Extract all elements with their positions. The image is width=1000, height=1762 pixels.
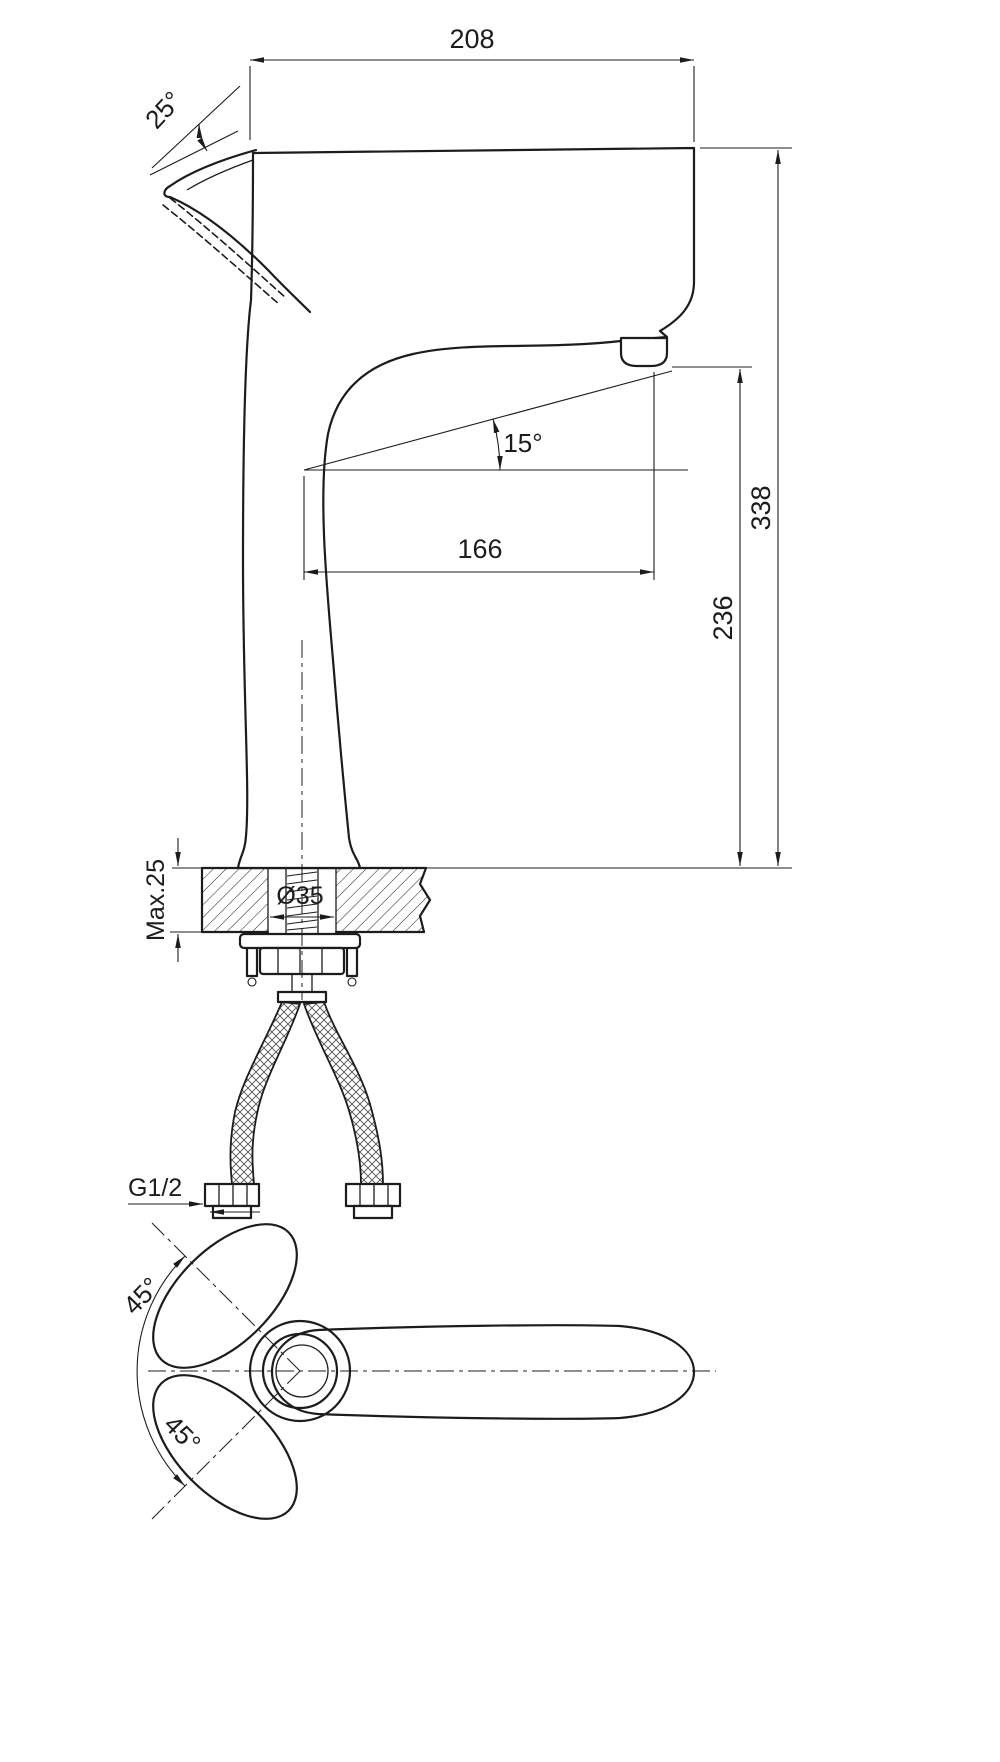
plan-lower-diagonal-centerline bbox=[151, 1370, 301, 1520]
handle-alt-position-1 bbox=[169, 197, 287, 299]
dim-15-label: 15° bbox=[503, 428, 542, 458]
dimension-208: 208 bbox=[249, 24, 695, 142]
deck-hatch-right bbox=[336, 868, 430, 932]
deck-section bbox=[200, 866, 432, 934]
lever-swung-up-position bbox=[152, 1223, 298, 1369]
dimension-g12: G1/2 bbox=[128, 1174, 260, 1215]
handle-plan-view: 45° 45° bbox=[117, 1222, 716, 1520]
hose-left bbox=[229, 1001, 302, 1185]
pivot-boss-outer bbox=[248, 1319, 352, 1423]
dim-max25-extensions bbox=[170, 867, 240, 933]
mounting-washer bbox=[238, 932, 362, 950]
dimension-338: 338 bbox=[364, 147, 792, 869]
supply-hoses bbox=[203, 1001, 402, 1220]
dimension-15deg: 15° bbox=[303, 370, 688, 471]
pivot-boss-middle bbox=[261, 1332, 339, 1410]
dim-338-extensions bbox=[364, 147, 792, 869]
dim-dia35-label: Ø35 bbox=[276, 882, 323, 910]
dim-208-label: 208 bbox=[449, 24, 494, 54]
dim-25-arc bbox=[196, 123, 208, 152]
hose-nut-right bbox=[344, 1182, 402, 1208]
hose-nut-right-facets bbox=[359, 1184, 389, 1206]
handle-inner-line bbox=[186, 159, 254, 191]
dim-25-rays bbox=[149, 85, 241, 176]
dimension-25deg: 25° bbox=[139, 85, 241, 176]
dimension-max25: Max.25 bbox=[142, 838, 240, 962]
deck-hatch-left bbox=[202, 868, 268, 932]
lever-plan-outline bbox=[270, 1324, 696, 1420]
dim-g12-label: G1/2 bbox=[128, 1174, 182, 1202]
dimension-236: 236 bbox=[672, 366, 752, 866]
stud-nut-right bbox=[347, 977, 357, 987]
pivot-boss-inner bbox=[275, 1344, 329, 1398]
handle-alt-position-2 bbox=[162, 204, 281, 306]
shank-lower bbox=[291, 974, 313, 992]
faucet-body-outline bbox=[236, 146, 696, 870]
dim-45-lower-label: 45° bbox=[158, 1409, 207, 1458]
dimension-dia35: Ø35 bbox=[270, 882, 334, 920]
faucet-side-view bbox=[162, 146, 696, 1000]
aerator-outlet bbox=[619, 336, 669, 368]
dim-166-label: 166 bbox=[457, 534, 502, 564]
stud-nut-left bbox=[247, 977, 257, 987]
dimension-166: 166 bbox=[303, 372, 655, 580]
dim-236-label: 236 bbox=[708, 595, 738, 640]
plan-upper-diagonal-centerline bbox=[151, 1222, 301, 1372]
hose-right bbox=[302, 1001, 384, 1185]
dim-max25-label: Max.25 bbox=[142, 859, 170, 941]
swing-arc bbox=[136, 1255, 186, 1487]
handle-outline bbox=[163, 148, 312, 314]
hose-tip-right bbox=[352, 1204, 394, 1220]
nut-facets bbox=[277, 948, 323, 974]
dim-25-label: 25° bbox=[139, 85, 188, 134]
hose-nut-left bbox=[203, 1182, 261, 1208]
lever-swung-down-position bbox=[152, 1374, 298, 1520]
dim-166-extensions bbox=[303, 372, 655, 580]
deck-break-edge bbox=[418, 866, 432, 934]
hose-nut-left-facets bbox=[218, 1184, 248, 1206]
handle-lever bbox=[162, 148, 312, 314]
dim-208-extensions bbox=[249, 66, 695, 142]
dim-338-label: 338 bbox=[746, 485, 776, 530]
dim-15-incline bbox=[303, 370, 673, 471]
mounting-hole-edges bbox=[267, 868, 337, 932]
dim-15-arc bbox=[492, 418, 503, 471]
